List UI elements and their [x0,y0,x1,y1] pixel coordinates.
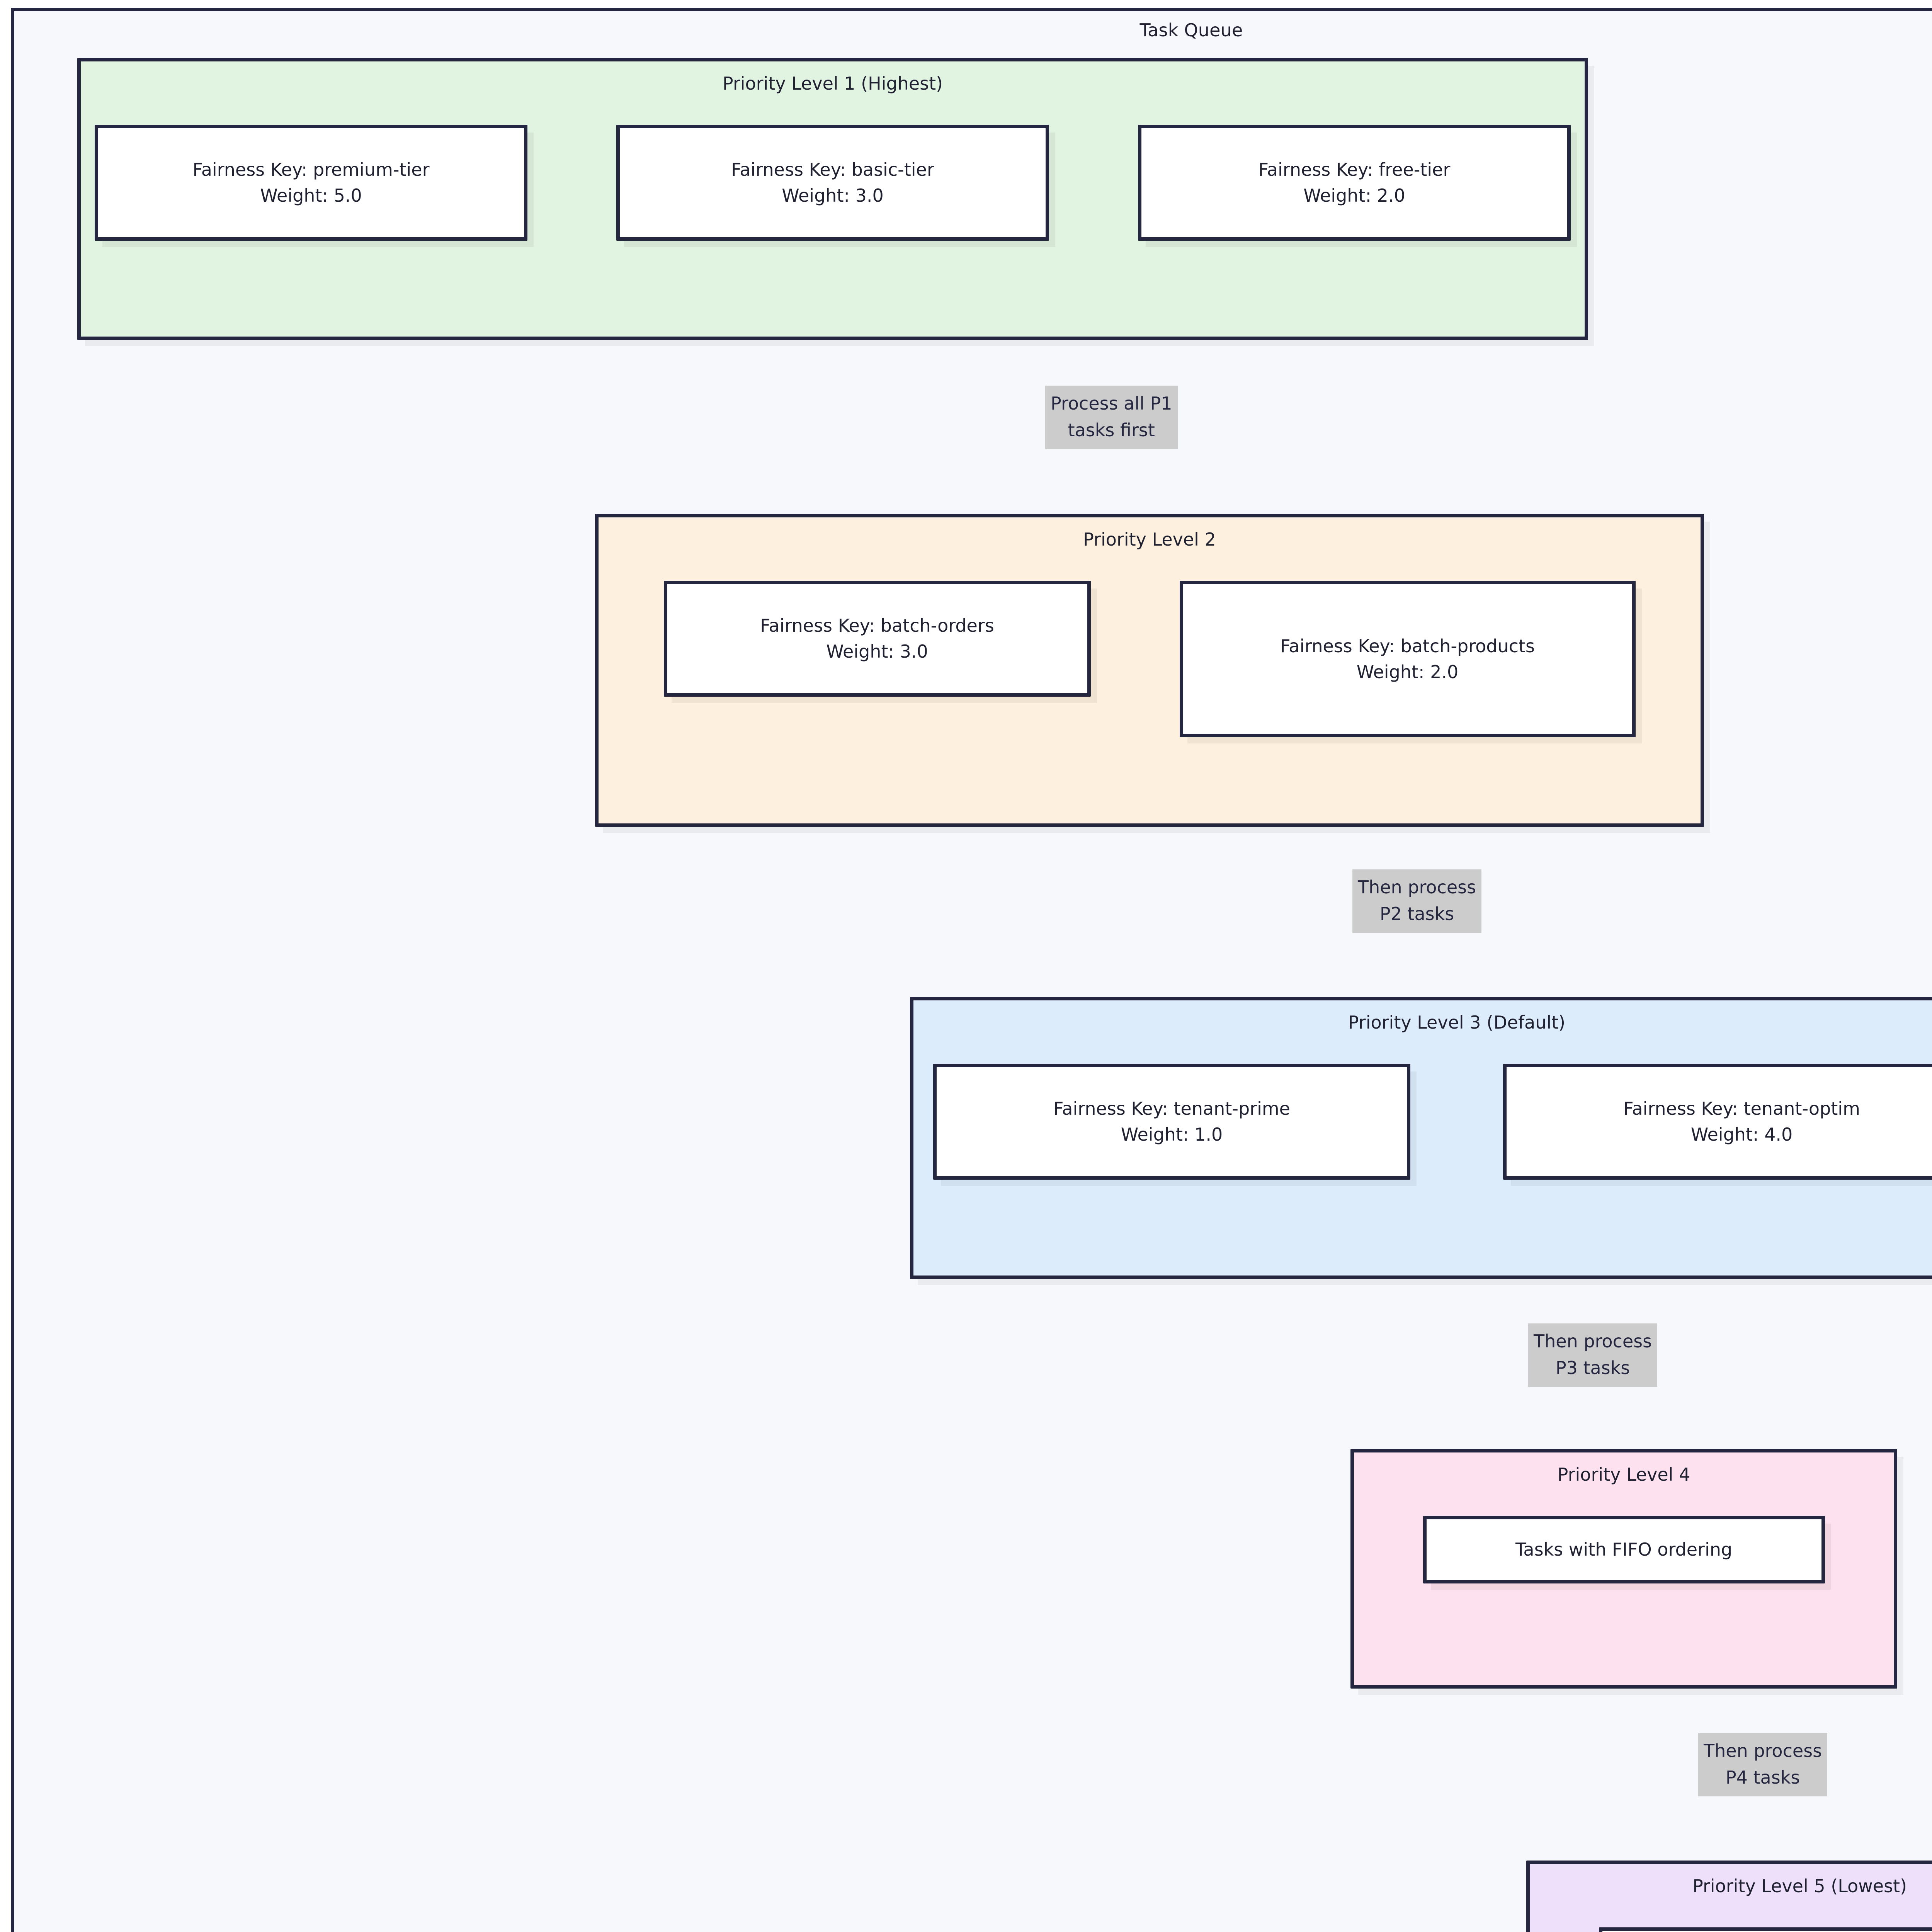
cluster-title-priority-level-1: Priority Level 1 (Highest) [722,73,943,94]
fairness-key-label: Fairness Key: tenant-optim [1623,1098,1860,1119]
cluster-priority-level-5[interactable]: Priority Level 5 (Lowest) Tasks with FIF… [1526,1861,1932,1932]
fairness-key-row-p2: Fairness Key: batch-orders Weight: 3.0 F… [663,581,1636,737]
fairness-key-node-tenant-prime[interactable]: Fairness Key: tenant-prime Weight: 1.0 [933,1064,1410,1180]
fairness-key-label: Fairness Key: basic-tier [731,159,934,180]
fairness-weight-label: Weight: 4.0 [1690,1124,1793,1145]
fairness-weight-label: Weight: 2.0 [1303,185,1405,206]
edge-label-p1-to-p2: Process all P1 tasks first [1045,386,1178,449]
fairness-key-label: Fairness Key: batch-orders [760,615,994,636]
edge-label-line-1: Then process [1358,877,1476,898]
fairness-key-label: Fairness Key: tenant-prime [1053,1098,1290,1119]
fifo-node-p5[interactable]: Tasks with FIFO ordering [1599,1927,1932,1932]
cluster-priority-level-3[interactable]: Priority Level 3 (Default) Fairness Key:… [910,997,1932,1279]
fairness-key-node-batch-products[interactable]: Fairness Key: batch-products Weight: 2.0 [1179,581,1636,737]
fairness-key-label: Fairness Key: premium-tier [192,159,430,180]
cluster-title-task-queue: Task Queue [1139,20,1243,41]
fairness-key-node-batch-orders[interactable]: Fairness Key: batch-orders Weight: 3.0 [663,581,1091,697]
fairness-key-node-premium-tier[interactable]: Fairness Key: premium-tier Weight: 5.0 [95,125,527,241]
edge-label-p3-to-p4: Then process P3 tasks [1528,1323,1658,1387]
cluster-priority-level-4[interactable]: Priority Level 4 Tasks with FIFO orderin… [1350,1449,1897,1689]
fairness-weight-label: Weight: 3.0 [826,641,928,662]
fairness-key-label: Fairness Key: batch-products [1280,635,1535,656]
fairness-key-label: Fairness Key: free-tier [1258,159,1451,180]
cluster-priority-level-2[interactable]: Priority Level 2 Fairness Key: batch-ord… [595,514,1704,827]
fairness-key-row-p3: Fairness Key: tenant-prime Weight: 1.0 F… [933,1064,1932,1180]
edge-label-line-2: P2 tasks [1379,903,1454,924]
edge-label-line-2: P3 tasks [1555,1357,1630,1378]
edge-label-p4-to-p5: Then process P4 tasks [1698,1733,1828,1796]
fairness-key-node-basic-tier[interactable]: Fairness Key: basic-tier Weight: 3.0 [616,125,1049,241]
fifo-row-p5: Tasks with FIFO ordering [1599,1927,1932,1932]
edge-label-p2-to-p3: Then process P2 tasks [1352,869,1482,933]
edge-label-line-2: P4 tasks [1725,1767,1800,1788]
fairness-weight-label: Weight: 3.0 [782,185,884,206]
fairness-weight-label: Weight: 1.0 [1121,1124,1223,1145]
edge-label-line-2: tasks first [1068,420,1155,440]
cluster-title-priority-level-2: Priority Level 2 [1083,529,1216,550]
fifo-label: Tasks with FIFO ordering [1515,1539,1733,1560]
fifo-node-p4[interactable]: Tasks with FIFO ordering [1423,1516,1825,1583]
edge-label-line-1: Process all P1 [1051,393,1172,414]
fairness-weight-label: Weight: 2.0 [1356,661,1459,682]
cluster-title-priority-level-5: Priority Level 5 (Lowest) [1692,1876,1907,1896]
edge-label-line-1: Then process [1534,1331,1652,1352]
fairness-key-row-p1: Fairness Key: premium-tier Weight: 5.0 F… [95,125,1571,241]
edge-label-line-1: Then process [1704,1740,1822,1761]
cluster-priority-level-1[interactable]: Priority Level 1 (Highest) Fairness Key:… [77,58,1588,340]
fairness-key-node-free-tier[interactable]: Fairness Key: free-tier Weight: 2.0 [1138,125,1571,241]
cluster-title-priority-level-4: Priority Level 4 [1557,1464,1690,1485]
fairness-weight-label: Weight: 5.0 [260,185,362,206]
fairness-key-node-tenant-optim[interactable]: Fairness Key: tenant-optim Weight: 4.0 [1503,1064,1932,1180]
fifo-row-p4: Tasks with FIFO ordering [1423,1516,1825,1583]
cluster-title-priority-level-3: Priority Level 3 (Default) [1348,1012,1566,1033]
